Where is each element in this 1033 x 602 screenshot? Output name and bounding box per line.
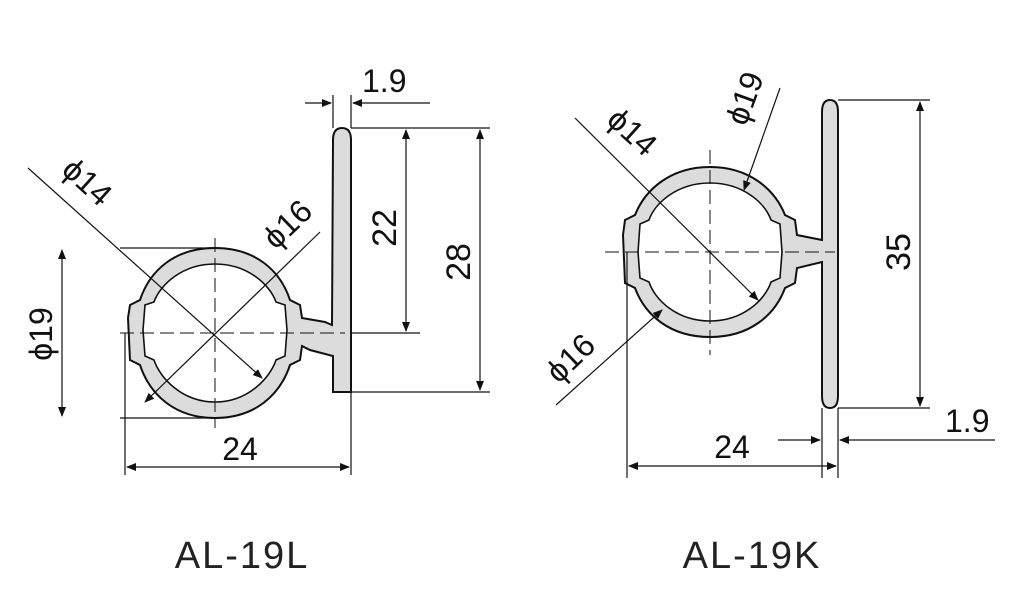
profile-al-19k: 35 24 1.9 ϕ14 ϕ19 ϕ16 AL-19K — [539, 67, 995, 577]
al-19k-dim-phi16: ϕ16 — [539, 327, 603, 390]
al-19l-dim-phi14-leader — [27, 167, 263, 379]
profile-al-19l: 1.9 22 28 24 ϕ19 ϕ14 ϕ16 AL-19L — [23, 63, 490, 577]
al-19k-dim-phi19: ϕ19 — [719, 67, 771, 130]
al-19k-dim-phi16-leader — [555, 309, 663, 406]
al-19l-title: AL-19L — [175, 535, 310, 577]
al-19l-dim-phi14: ϕ14 — [55, 151, 119, 214]
al-19l-dim-phi16-leader — [144, 231, 321, 403]
al-19l-dim-thickness: 1.9 — [362, 63, 406, 99]
al-19k-dim-height-total: 35 — [880, 233, 918, 271]
al-19l-dim-width: 24 — [222, 431, 258, 467]
al-19k-dim-phi14-leader — [574, 117, 759, 301]
al-19k-dim-phi14: ϕ14 — [600, 101, 664, 164]
al-19l-dim-height-inner: 22 — [366, 209, 404, 247]
al-19l-dim-phi19: ϕ19 — [23, 307, 59, 361]
al-19k-title: AL-19K — [683, 535, 822, 577]
al-19k-dim-thickness: 1.9 — [945, 403, 989, 439]
al-19k-dim-phi19-leader — [743, 87, 781, 191]
al-19l-dim-phi16: ϕ16 — [256, 193, 320, 256]
al-19k-dim-width: 24 — [714, 429, 750, 465]
al-19l-dim-height-total: 28 — [440, 243, 478, 281]
